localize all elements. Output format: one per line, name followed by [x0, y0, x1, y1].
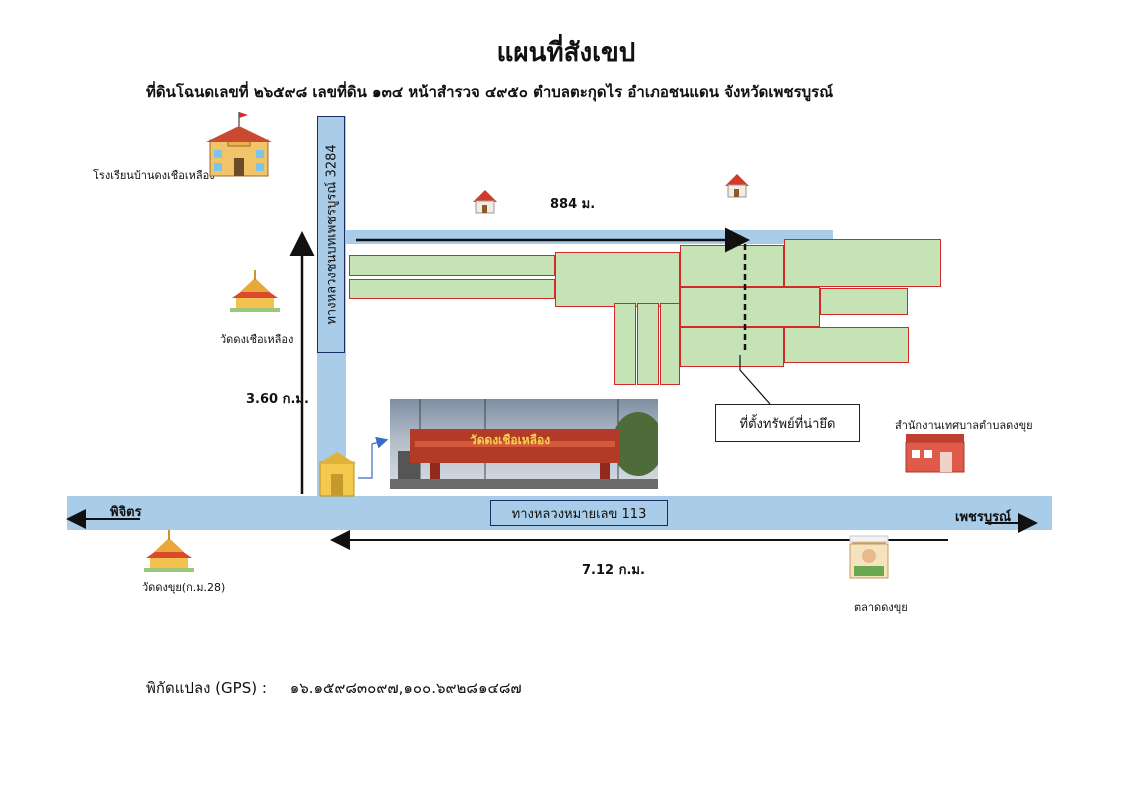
distance-left: 3.60 ก.ม. [246, 392, 309, 407]
gate-sign-text: วัดดงเชือเหลือง [470, 433, 551, 447]
land-plot [680, 287, 820, 327]
gps-coordinates: พิกัดแปลง (GPS) : ๑๖.๑๕๙๘๓๐๙๗,๑๐๐.๖๙๒๘๑๔… [146, 676, 522, 700]
land-plot [614, 303, 636, 385]
temple-gate-photo: วัดดงเชือเหลือง [390, 399, 658, 489]
land-plot [660, 303, 680, 385]
temple-south-label: วัดดงขุย(ก.ม.28) [142, 581, 226, 594]
office-building-icon [905, 434, 965, 473]
temple-north-label: วัดดงเชือเหลือง [220, 333, 294, 346]
house-icon [473, 190, 497, 214]
land-plot [349, 255, 555, 276]
house-icon [725, 174, 749, 198]
distance-bottom: 7.12 ก.ม. [582, 563, 645, 578]
school-label: โรงเรียนบ้านดงเชือเหลือง [93, 169, 215, 182]
distance-top: 884 ม. [550, 197, 596, 212]
photo-pointer [358, 436, 389, 479]
callout-pointer [739, 355, 771, 405]
map-subtitle: ที่ดินโฉนดเลขที่ ๒๖๕๙๘ เลขที่ดิน ๑๓๔ หน้… [146, 83, 834, 101]
land-plot [680, 327, 784, 367]
property-location-label: ที่ตั้งทรัพย์ที่น่ายึด [715, 404, 860, 442]
direction-west: พิจิตร [110, 505, 142, 520]
land-plot [680, 245, 784, 287]
land-plot [349, 279, 555, 299]
land-plot [820, 288, 908, 315]
direction-east: เพชรบูรณ์ [955, 510, 1012, 525]
market-label: ตลาดดงขุย [854, 601, 908, 614]
land-plot [784, 327, 909, 363]
municipal-office-label: สำนักงานเทศบาลตำบลดงขุย [895, 419, 1033, 432]
gate-icon [318, 452, 356, 497]
land-plot [637, 303, 659, 385]
map-title: แผนที่สังเขป [496, 38, 636, 68]
temple-icon [144, 530, 194, 572]
market-stall-icon [849, 535, 889, 579]
rural-road-label: ทางหลวงชนบทเพชรบูรณ์ 3284 [317, 116, 345, 353]
land-plot [555, 252, 680, 307]
temple-icon [230, 270, 280, 312]
highway-label: ทางหลวงหมายเลข 113 [490, 500, 668, 526]
land-plot [784, 239, 941, 287]
school-icon [206, 112, 272, 177]
gps-label: พิกัดแปลง (GPS) : [146, 679, 267, 697]
gps-value: ๑๖.๑๕๙๘๓๐๙๗,๑๐๐.๖๙๒๘๑๔๘๗ [289, 679, 522, 697]
